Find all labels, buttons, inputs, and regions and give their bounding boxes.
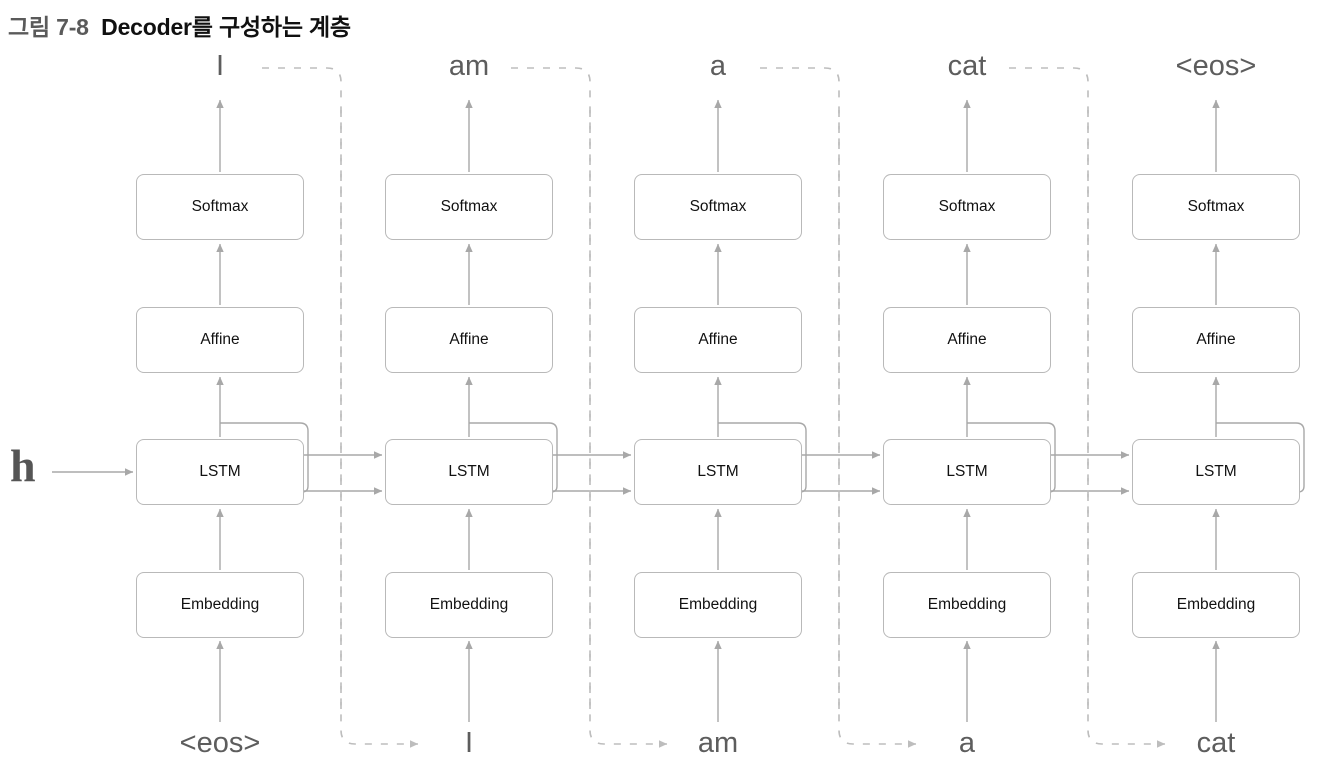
feedback-arrow-3 [1009, 67, 1166, 748]
feedback-arrow-1 [511, 67, 668, 748]
output-word-0: I [215, 50, 225, 82]
output-word-1: am [448, 50, 490, 82]
figure-caption: Decoder를 구성하는 계층 [101, 14, 351, 40]
figure-number: 그림 7-8 [8, 14, 89, 40]
lstm-layer-4[interactable]: LSTM [1132, 439, 1300, 505]
input-word-1: I [464, 727, 474, 759]
lstm-layer-0[interactable]: LSTM [136, 439, 304, 505]
input-word-3: a [958, 727, 976, 759]
lstm-layer-2[interactable]: LSTM [634, 439, 802, 505]
output-word-4: <eos> [1175, 50, 1257, 82]
lstm-layer-3[interactable]: LSTM [883, 439, 1051, 505]
embedding-layer-4[interactable]: Embedding [1132, 572, 1300, 638]
input-word-4: cat [1196, 727, 1236, 759]
softmax-layer-4[interactable]: Softmax [1132, 174, 1300, 240]
softmax-layer-0[interactable]: Softmax [136, 174, 304, 240]
affine-layer-3[interactable]: Affine [883, 307, 1051, 373]
lstm-layer-1[interactable]: LSTM [385, 439, 553, 505]
output-word-2: a [709, 50, 727, 82]
affine-layer-1[interactable]: Affine [385, 307, 553, 373]
embedding-layer-2[interactable]: Embedding [634, 572, 802, 638]
softmax-layer-3[interactable]: Softmax [883, 174, 1051, 240]
figure-title: 그림 7-8 Decoder를 구성하는 계층 [8, 8, 351, 42]
affine-layer-0[interactable]: Affine [136, 307, 304, 373]
softmax-layer-2[interactable]: Softmax [634, 174, 802, 240]
affine-layer-2[interactable]: Affine [634, 307, 802, 373]
initial-hidden-state-label: h [10, 440, 36, 491]
output-word-3: cat [947, 50, 987, 82]
affine-layer-4[interactable]: Affine [1132, 307, 1300, 373]
embedding-layer-3[interactable]: Embedding [883, 572, 1051, 638]
feedback-arrow-2 [760, 67, 917, 748]
embedding-layer-1[interactable]: Embedding [385, 572, 553, 638]
embedding-layer-0[interactable]: Embedding [136, 572, 304, 638]
softmax-layer-1[interactable]: Softmax [385, 174, 553, 240]
input-word-2: am [697, 727, 739, 759]
feedback-arrow-0 [262, 67, 419, 748]
input-word-0: <eos> [179, 727, 261, 759]
